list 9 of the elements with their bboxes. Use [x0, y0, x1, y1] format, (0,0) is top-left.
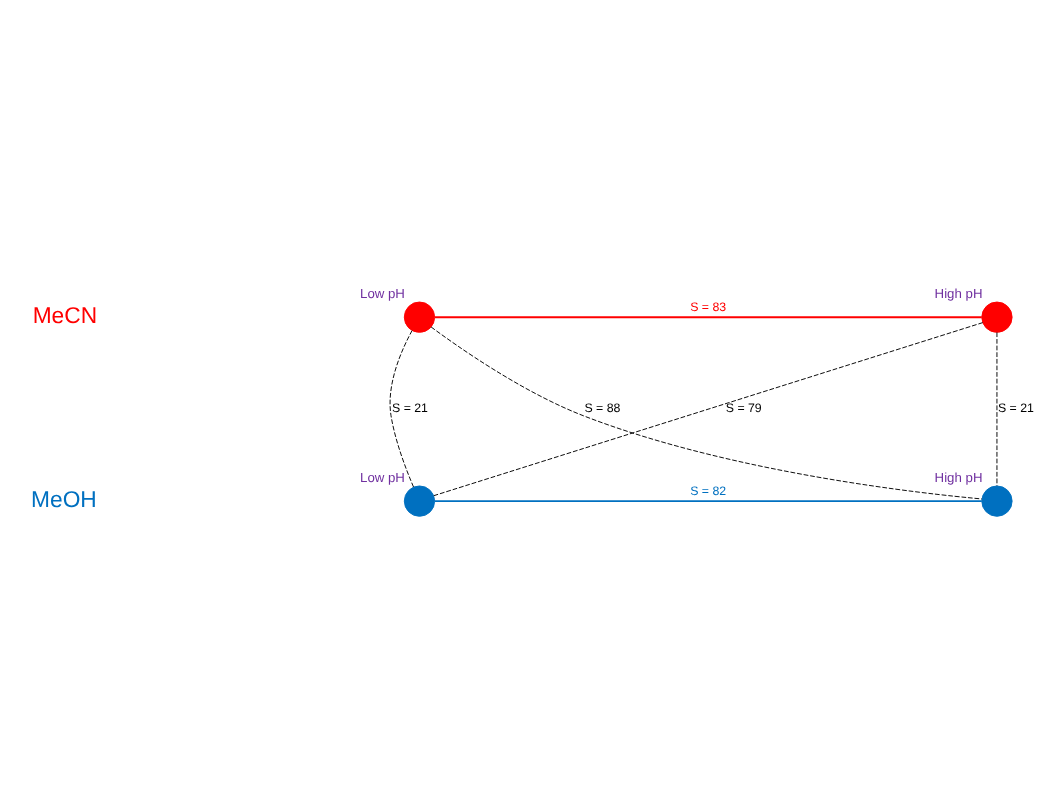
- label: MeOH: [31, 489, 97, 514]
- node-circle: [981, 301, 1013, 333]
- connector: [389, 330, 415, 488]
- connector: [434, 316, 983, 319]
- node-circle: [981, 485, 1013, 517]
- label: MeCN: [32, 305, 98, 330]
- connector: [434, 500, 983, 503]
- node-circle: [403, 301, 436, 333]
- node-circle: [403, 485, 436, 517]
